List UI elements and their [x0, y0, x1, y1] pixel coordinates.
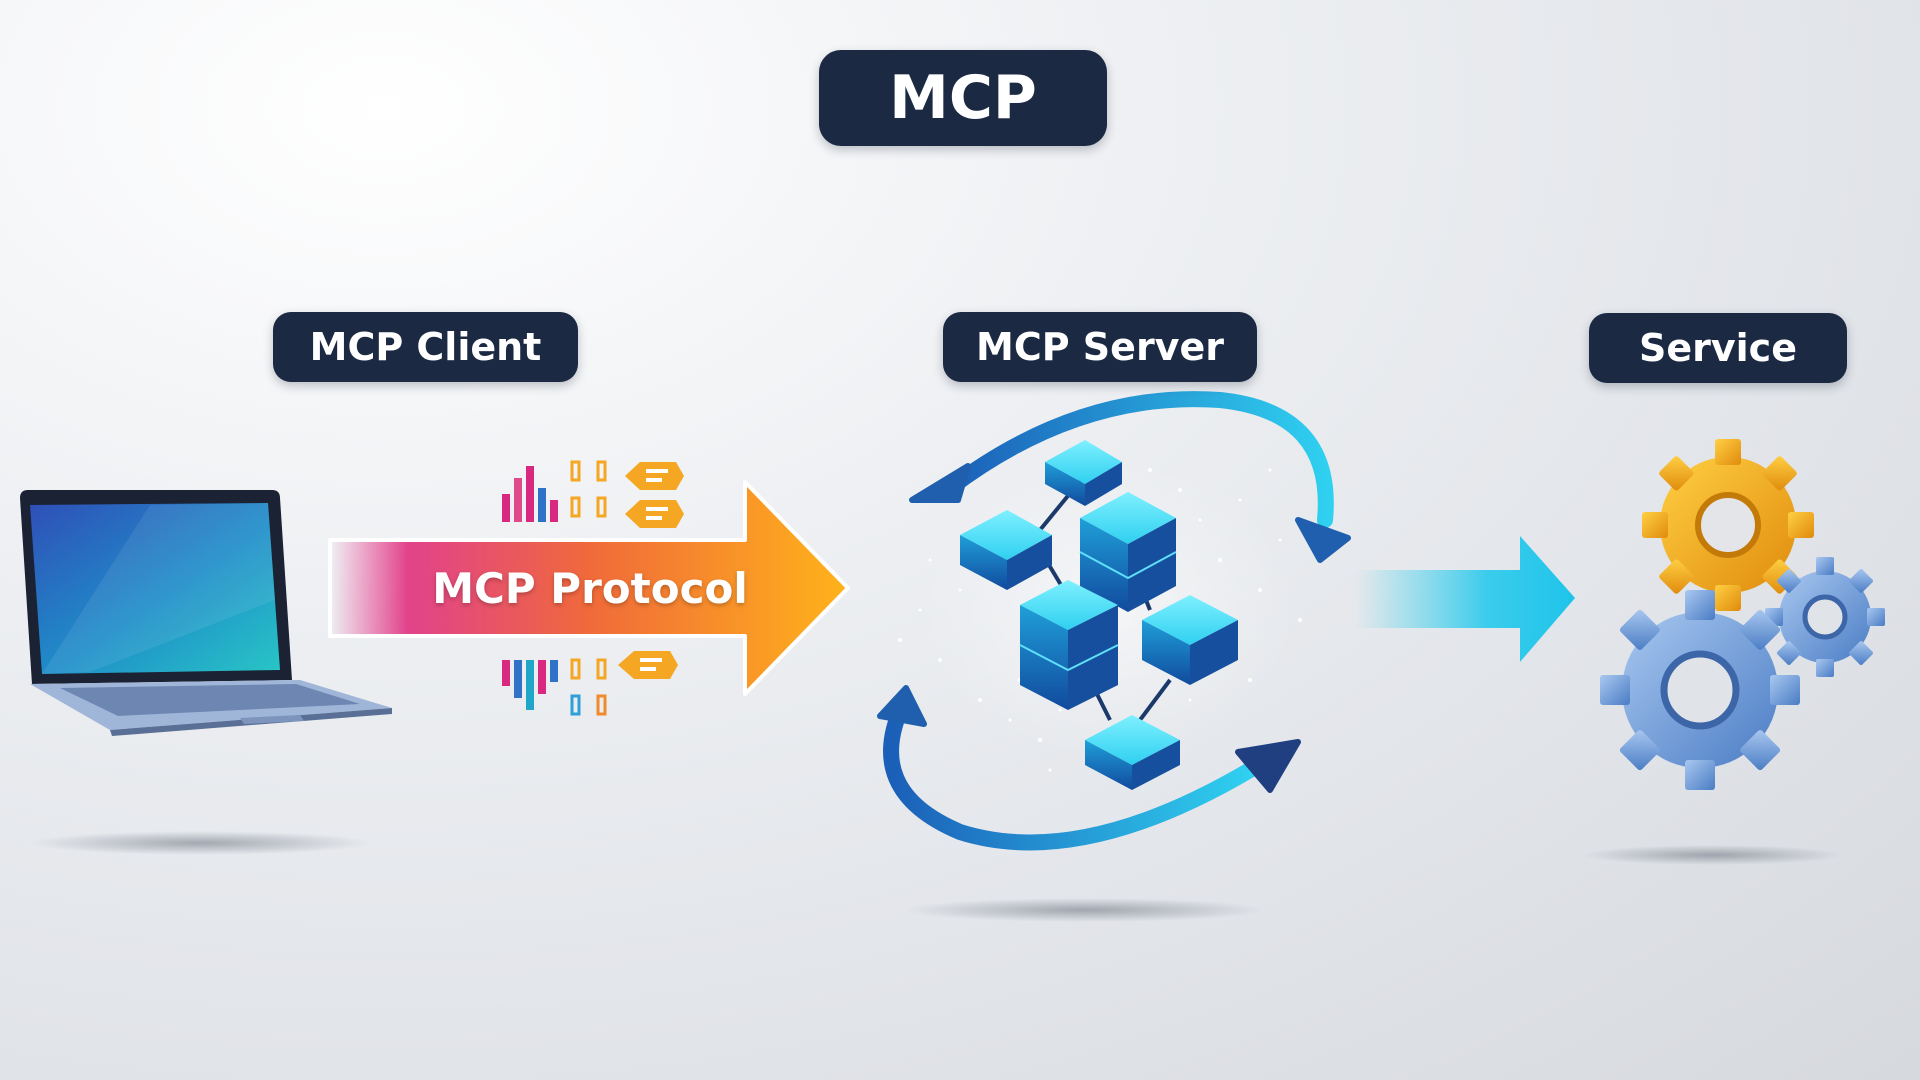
server-shadow — [905, 898, 1265, 922]
service-arrow-icon — [1355, 536, 1575, 662]
data-packet-icon — [502, 460, 684, 528]
data-packet-icon — [502, 651, 678, 716]
gear-icon — [1600, 590, 1800, 790]
gear-icon — [1765, 557, 1885, 677]
server-cubes-icon — [960, 440, 1238, 790]
client-label: MCP Client — [273, 312, 578, 382]
gear-icon — [1642, 439, 1814, 611]
protocol-arrow-icon — [328, 480, 850, 696]
service-shadow — [1582, 845, 1842, 865]
service-label: Service — [1589, 313, 1847, 383]
client-shadow — [30, 831, 370, 855]
server-label: MCP Server — [943, 312, 1257, 382]
cycle-arrow-icon — [877, 391, 1351, 851]
page-title: MCP — [819, 50, 1107, 146]
laptop-icon — [20, 490, 392, 736]
protocol-label: MCP Protocol — [432, 563, 748, 613]
